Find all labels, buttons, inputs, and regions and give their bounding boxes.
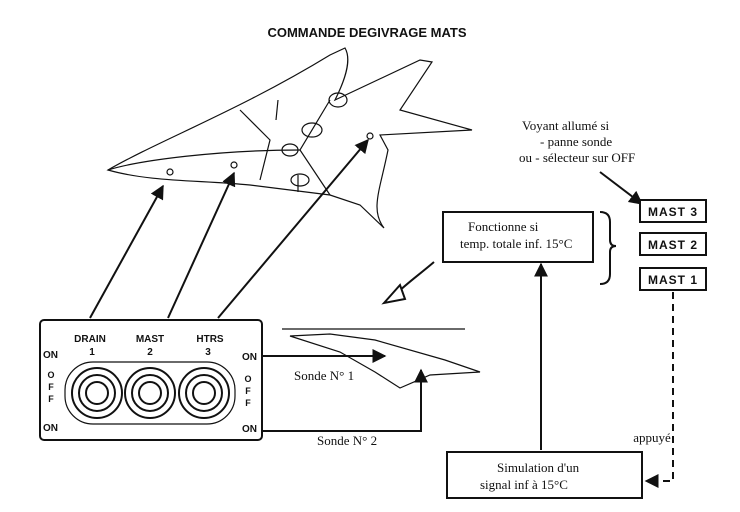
sonde1-label: Sonde N° 1 [294,368,354,383]
voyant-note-line-2: - panne sonde [540,134,612,149]
brace [599,211,617,285]
svg-text:MAST 3: MAST 3 [648,205,698,219]
switch-number-2: 2 [147,347,153,358]
indicator-light-mast3: MAST 3 [639,199,707,223]
simulation-line-1: Simulation d'un [497,460,580,475]
voyant-note-line-3: ou - sélecteur sur OFF [519,150,635,165]
right-on-bottom-label: ON [242,424,257,435]
switch-number-3: 3 [205,347,211,358]
switch-label-mast: MAST [136,334,164,345]
arrow-drain-probe [89,184,164,319]
arrow-mast-probe [167,171,236,319]
function-line-1: Fonctionne si [468,219,539,234]
voyant-note-line-1: Voyant allumé si [522,118,610,133]
function-line-2: temp. totale inf. 15°C [460,236,572,251]
arrow-htrs-probe [217,138,369,319]
switch-label-htrs: HTRS [196,334,224,345]
diagram-title: COMMANDE DEGIVRAGE MATS [267,25,466,40]
pressed-dashed-arrow [644,292,674,488]
svg-text:MAST 2: MAST 2 [648,238,698,252]
sonde2-label: Sonde N° 2 [317,433,377,448]
switch-number-1: 1 [89,347,95,358]
simulation-line-2: signal inf à 15°C [480,477,568,492]
indicator-light-mast1[interactable]: MAST 1 [639,267,707,291]
wing-section-drawing [282,328,481,389]
right-off-label-f2: F [245,398,251,408]
switch-knob-mast[interactable] [124,367,176,419]
function-condition-box [442,211,594,263]
switch-label-drain: DRAIN [74,334,106,345]
left-off-label-f1: F [48,382,54,392]
appuye-label: appuyé [633,430,671,445]
sonde2-arrow [262,368,428,432]
switch-knob-htrs[interactable] [178,367,230,419]
switch-knob-drain[interactable] [71,367,123,419]
left-off-label-o: O [47,370,54,380]
right-on-top-label: ON [242,352,257,363]
left-on-bottom-label: ON [43,423,58,434]
indicator-light-mast2: MAST 2 [639,232,707,256]
simulation-box [446,451,643,499]
left-off-label-f2: F [48,394,54,404]
right-off-label-o: O [244,374,251,384]
left-on-top-label: ON [43,350,58,361]
voyant-pointer-arrow [599,171,644,205]
control-panel: DRAIN 1 MAST 2 HTRS 3 ON O F F ON ON O F… [39,319,263,441]
aircraft-drawing [106,47,473,229]
svg-text:MAST 1: MAST 1 [648,273,698,287]
right-off-label-f1: F [245,386,251,396]
